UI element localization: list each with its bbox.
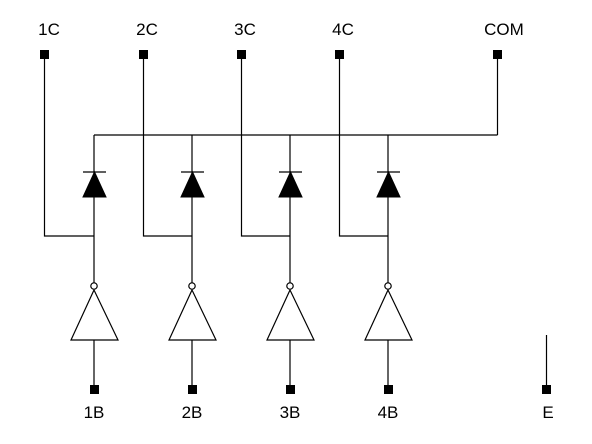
pin-label-4c: 4C (332, 20, 354, 39)
pin-3c (237, 50, 246, 59)
collector-wire-1c (43, 59, 94, 237)
pin-2b (188, 385, 197, 394)
diode-icon (376, 170, 401, 198)
buffer-icon (70, 288, 119, 341)
pin-label-1c: 1C (38, 20, 60, 39)
pin-1b (90, 385, 99, 394)
buffer-icon (168, 288, 217, 341)
diode-icon (278, 170, 303, 198)
pin-1c (40, 50, 49, 59)
pin-3b (286, 385, 295, 394)
pin-label-4b: 4B (378, 403, 399, 422)
diode-icon (180, 170, 205, 198)
channel-4 (338, 59, 413, 394)
pin-label-com: COM (484, 20, 524, 39)
pin-e (542, 385, 551, 394)
emitter-pin-group (542, 335, 551, 394)
pin-2c (139, 50, 148, 59)
channel-2 (142, 59, 217, 394)
com-bus (94, 59, 499, 136)
channel-3 (240, 59, 315, 394)
pin-com (493, 50, 502, 59)
pin-label-1b: 1B (84, 403, 105, 422)
collector-wire-4c (338, 59, 388, 237)
pin-label-3b: 3B (280, 403, 301, 422)
diode-icon (82, 170, 107, 198)
inverter-bubble (286, 282, 294, 290)
pin-label-e: E (542, 403, 553, 422)
pin-4b (384, 385, 393, 394)
inverter-bubble (384, 282, 392, 290)
buffer-icon (364, 288, 413, 341)
inverter-bubble (188, 282, 196, 290)
buffer-icon (266, 288, 315, 341)
pin-label-2c: 2C (136, 20, 158, 39)
pin-4c (335, 50, 344, 59)
collector-wire-3c (240, 59, 290, 237)
collector-wire-2c (142, 59, 192, 237)
pin-label-3c: 3C (234, 20, 256, 39)
inverter-bubble (90, 282, 98, 290)
channel-1 (43, 59, 119, 394)
pin-label-2b: 2B (182, 403, 203, 422)
